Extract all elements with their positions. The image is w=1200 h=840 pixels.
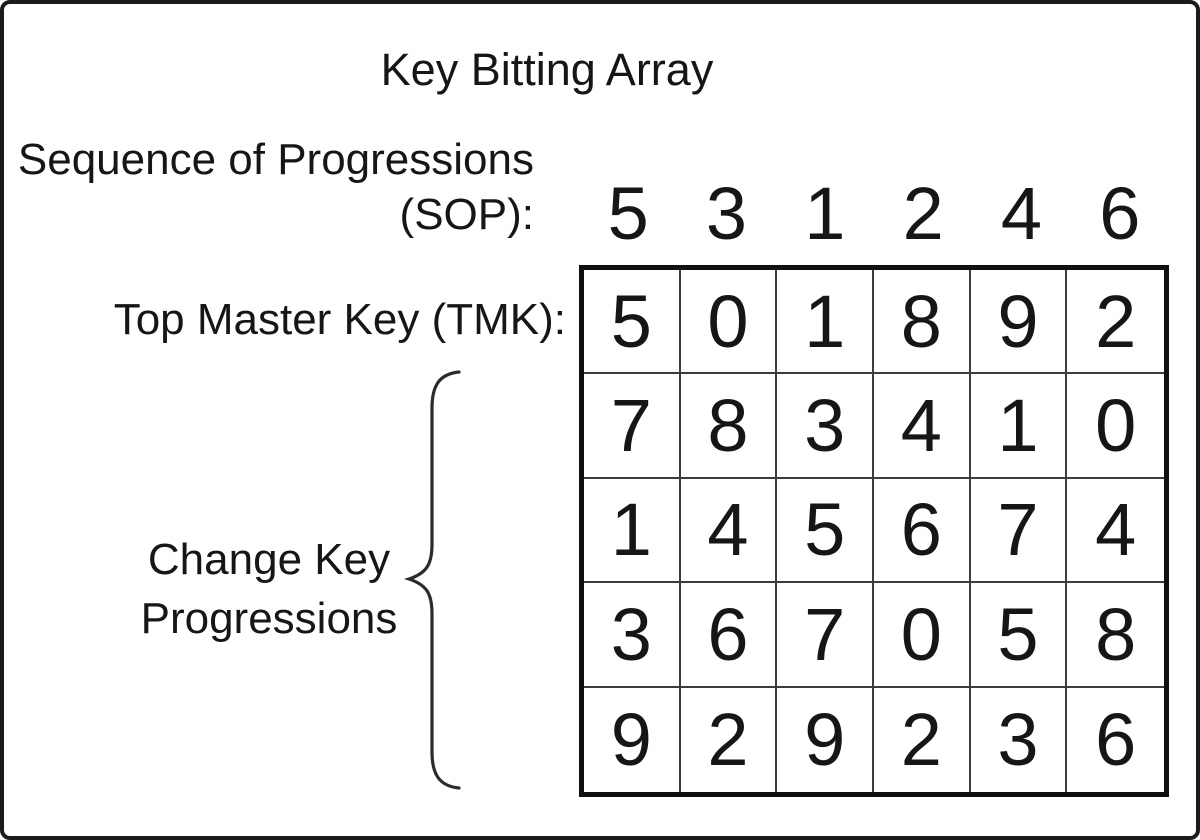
change-key-cell: 4: [680, 478, 778, 584]
change-key-cell: 6: [680, 583, 778, 688]
sop-value: 3: [705, 171, 748, 255]
tmk-cell: 5: [584, 270, 681, 375]
change-key-cell: 1: [584, 478, 681, 584]
change-key-cell: 0: [1067, 374, 1164, 479]
tmk-cell: 2: [1067, 270, 1164, 375]
tmk-cell: 9: [970, 270, 1068, 375]
change-key-cell: 1: [970, 374, 1068, 479]
sop-label: Sequence of Progressions (SOP):: [18, 132, 534, 242]
change-key-cell: 2: [681, 687, 778, 792]
change-key-cell: 3: [777, 374, 874, 479]
change-key-cell: 3: [584, 583, 681, 688]
change-key-cell: 5: [970, 583, 1068, 688]
change-key-cell: 2: [874, 687, 971, 792]
change-key-cell: 6: [873, 478, 971, 584]
sop-value: 5: [607, 171, 649, 255]
change-key-cell: 9: [777, 687, 874, 792]
sop-value: 2: [902, 171, 944, 255]
change-key-cell: 7: [777, 583, 874, 688]
change-key-label: Change Key Progressions: [69, 530, 469, 648]
change-key-cell: 4: [873, 374, 971, 479]
sop-label-line1: Sequence of Progressions: [17, 135, 534, 184]
tmk-label: Top Master Key (TMK):: [113, 295, 566, 344]
sop-value: 6: [1099, 171, 1141, 255]
change-key-cell: 7: [584, 374, 681, 479]
change-key-label-line1: Change Key: [147, 535, 391, 584]
change-key-cell: 7: [970, 478, 1068, 584]
sop-value: 1: [804, 171, 846, 255]
change-key-cell: 6: [1095, 698, 1137, 782]
change-key-cell: 0: [873, 583, 971, 688]
diagram-title: Key Bitting Array: [380, 44, 714, 95]
sop-value: 4: [1000, 171, 1043, 255]
tmk-cell: 1: [777, 270, 874, 375]
sop-label-line2: (SOP):: [399, 190, 534, 239]
change-key-cell: 9: [584, 687, 681, 792]
change-key-cell: 4: [1067, 479, 1164, 584]
change-key-cell: 8: [680, 374, 778, 479]
change-key-cell: 8: [1067, 583, 1164, 688]
change-key-cell: 3: [971, 687, 1068, 792]
change-key-cell: 5: [777, 478, 874, 584]
tmk-cell: 8: [873, 270, 971, 375]
tmk-cell: 0: [680, 270, 778, 375]
change-key-label-line2: Progressions: [140, 594, 398, 643]
curly-brace-icon: [403, 370, 461, 790]
